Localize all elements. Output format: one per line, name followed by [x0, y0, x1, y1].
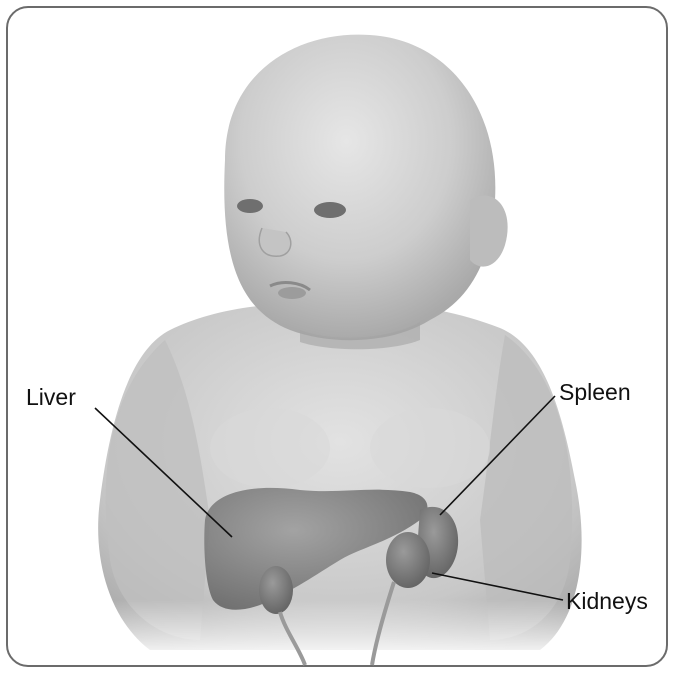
spleen-label: Spleen [559, 381, 631, 404]
kidneys-label: Kidneys [566, 590, 648, 613]
head [224, 35, 507, 350]
right-kidney [386, 532, 430, 588]
liver-label: Liver [26, 386, 76, 409]
torso [90, 303, 590, 660]
left-kidney [259, 566, 293, 614]
